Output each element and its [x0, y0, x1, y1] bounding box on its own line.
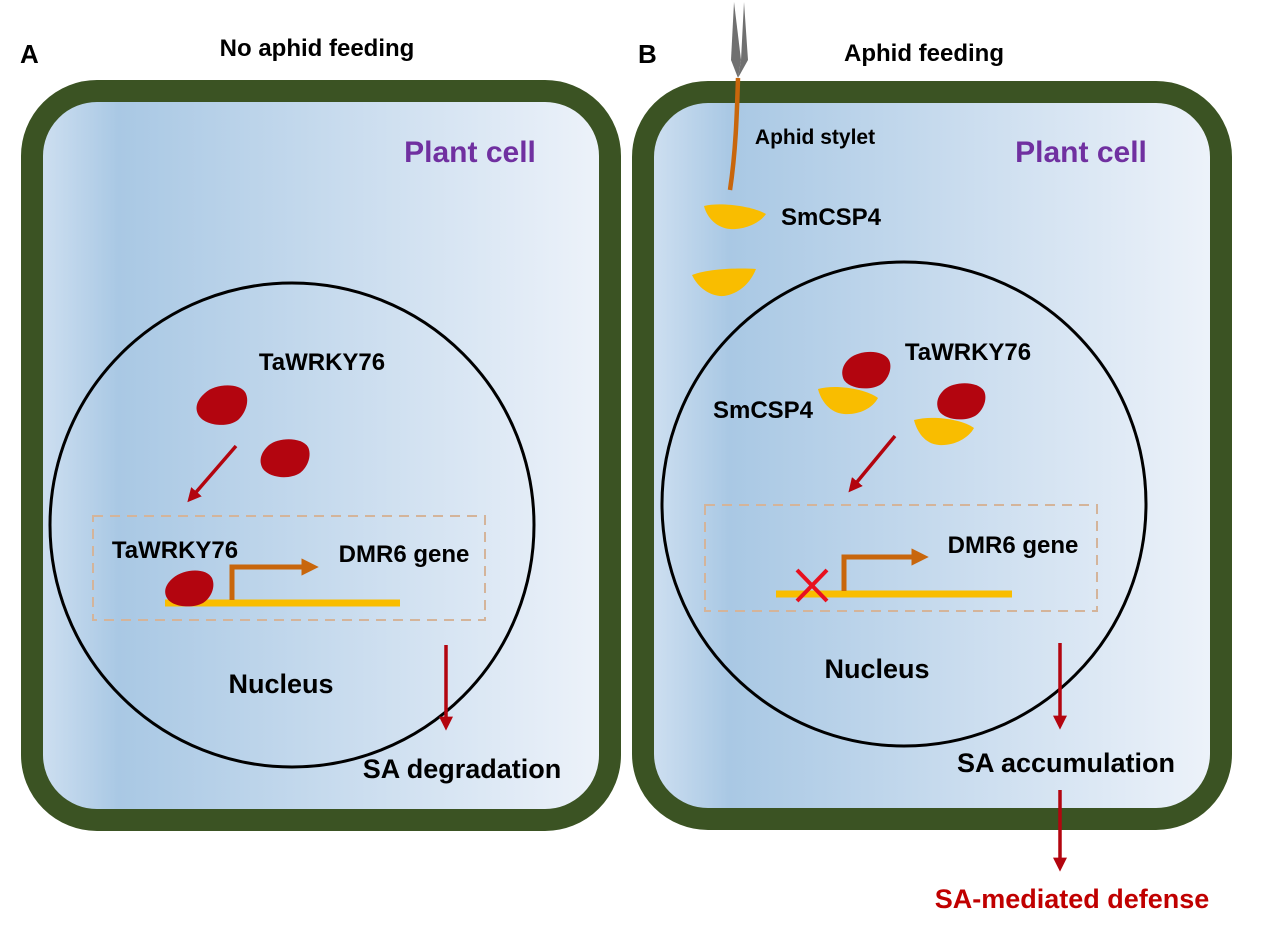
smcsp4-protein-b3	[818, 387, 878, 415]
smcsp4-label-cyto: SmCSP4	[781, 204, 882, 231]
aphid-stylet-tip-right	[738, 2, 748, 78]
panel-b: B Aphid feeding Plant cell Aphid stylet …	[632, 2, 1232, 914]
panel-a: A No aphid feeding Plant cell Nucleus Ta…	[20, 35, 621, 831]
promoter-box-a	[92, 515, 486, 621]
nucleus-label-a: Nucleus	[228, 669, 333, 699]
nucleus-b	[660, 260, 1148, 748]
tawrky76-protein-a1	[196, 385, 248, 425]
nucleus-label-b: Nucleus	[824, 654, 929, 684]
plant-cell-label-b: Plant cell	[1015, 136, 1147, 169]
tawrky76-label-a: TaWRKY76	[259, 349, 385, 376]
sa-degradation-label: SA degradation	[363, 754, 562, 784]
smcsp4-protein-b1	[704, 204, 766, 230]
aphid-stylet-label: Aphid stylet	[755, 126, 875, 149]
transcription-arrow-a	[229, 558, 319, 600]
sa-accumulation-label: SA accumulation	[957, 748, 1175, 778]
tawrky76-protein-b1	[842, 351, 891, 389]
plant-cell-label-a: Plant cell	[404, 136, 536, 169]
promoter-box-b	[704, 504, 1098, 612]
smcsp4-protein-b2	[692, 268, 756, 297]
binding-arrow-a	[187, 444, 238, 503]
aphid-stylet-tip-left	[731, 2, 741, 78]
tawrky76-bound-label-a: TaWRKY76	[112, 537, 238, 564]
tawrky76-bound-protein-a	[165, 570, 214, 607]
aphid-stylet	[727, 2, 748, 191]
plant-cell-b	[632, 81, 1232, 830]
transcription-arrow-b	[841, 548, 929, 591]
aphid-stylet-shaft	[727, 77, 741, 191]
tawrky76-protein-a2	[260, 439, 310, 478]
panel-a-letter: A	[20, 39, 39, 69]
smcsp4-label-nuc: SmCSP4	[713, 397, 814, 424]
plant-cell-a	[21, 80, 621, 831]
smcsp4-protein-b4	[914, 417, 974, 446]
tawrky76-label-b: TaWRKY76	[905, 339, 1031, 366]
sa-mediated-defense-label: SA-mediated defense	[935, 884, 1210, 914]
inhibition-x-icon	[795, 568, 829, 603]
tawrky76-protein-b2	[937, 383, 986, 420]
dmr6-gene-label-a: DMR6 gene	[339, 541, 470, 568]
nucleus-a	[48, 281, 536, 769]
binding-arrow-b	[848, 434, 897, 493]
panel-b-letter: B	[638, 39, 657, 69]
dmr6-gene-label-b: DMR6 gene	[948, 532, 1079, 559]
panel-a-title: No aphid feeding	[220, 35, 415, 62]
panel-b-title: Aphid feeding	[844, 40, 1004, 67]
